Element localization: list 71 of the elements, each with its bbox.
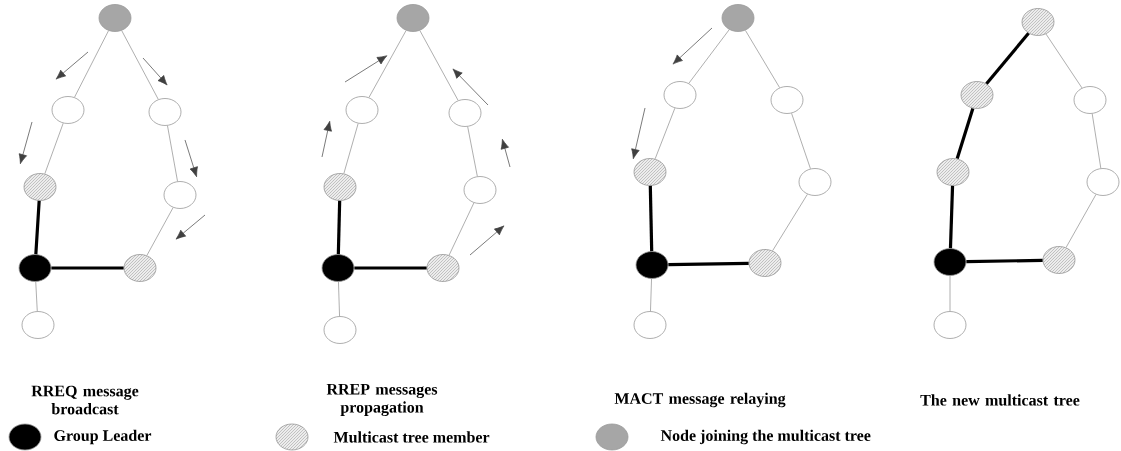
connector-line (1045, 33, 1083, 89)
connector-line (966, 258, 1043, 264)
joining-node-circle (98, 4, 132, 32)
joining-node-circle (396, 4, 430, 32)
connector-line (955, 107, 975, 160)
legend-label: Multicast tree member (333, 431, 490, 443)
connector-line (167, 125, 178, 182)
member-node-circle (426, 254, 460, 282)
connector-line (1091, 113, 1102, 169)
member-node-circle (936, 158, 970, 186)
leader-node-circle (321, 254, 355, 282)
connector-line (34, 200, 41, 255)
connector-line (745, 30, 780, 88)
connector-line (336, 200, 342, 255)
node-circle (1086, 168, 1120, 196)
connector-line (648, 185, 654, 252)
connector-line (650, 278, 652, 312)
member-node-circle (123, 254, 157, 282)
panel-caption: MACT message relaying (614, 392, 786, 408)
connector-line (668, 261, 749, 267)
connector-line (654, 107, 676, 160)
connector-line (74, 30, 109, 98)
node-circle (770, 86, 804, 114)
leader-node-circle (933, 248, 967, 276)
connector-line (146, 207, 174, 256)
connector-line (985, 32, 1030, 85)
node-circle (51, 96, 85, 124)
member-node-circle (1042, 246, 1076, 274)
node-circle (21, 311, 55, 339)
leader-node-circle (635, 251, 669, 279)
member-node-circle (748, 249, 782, 277)
legend-label: Node joining the multicast tree (660, 429, 871, 445)
connector-line (51, 266, 124, 270)
connector-line (448, 202, 475, 256)
member-node-circle (1021, 8, 1055, 36)
connector-line (467, 126, 478, 177)
node-circle (323, 316, 357, 344)
connector-line (949, 275, 951, 312)
leader-node-circle (18, 254, 52, 282)
connector-line (35, 281, 38, 312)
node-circle (463, 176, 497, 204)
node-circle (663, 81, 697, 109)
connector-line (688, 29, 730, 84)
connector-line (1065, 194, 1097, 248)
connector-line (368, 30, 407, 98)
panel-caption: RREQ message broadcast (31, 385, 139, 415)
connector-line (44, 122, 64, 175)
member-node-circle (633, 158, 667, 186)
connector-line (948, 185, 955, 249)
node-circle (1073, 86, 1107, 114)
connector-line (419, 30, 459, 101)
connector-line (343, 123, 359, 174)
connector-line (338, 281, 340, 317)
panel-caption: The new multicast tree (920, 394, 1080, 406)
node-circle (163, 181, 197, 209)
connector-line (791, 112, 811, 170)
member-node-circle (323, 173, 357, 201)
node-circle (633, 311, 667, 339)
node-circle (345, 96, 379, 124)
legend-label: Group Leader (54, 429, 152, 445)
node-circle (148, 98, 182, 126)
node-circle (933, 311, 967, 339)
connector-line (121, 30, 159, 100)
member-node-circle (960, 81, 994, 109)
panel-caption: RREP messages propagation (326, 384, 438, 416)
joining-node-circle (721, 4, 755, 32)
connector-line (354, 266, 427, 270)
member-node-circle (23, 173, 57, 201)
node-circle (798, 168, 832, 196)
connector-line (772, 193, 808, 252)
node-circle (448, 99, 482, 127)
